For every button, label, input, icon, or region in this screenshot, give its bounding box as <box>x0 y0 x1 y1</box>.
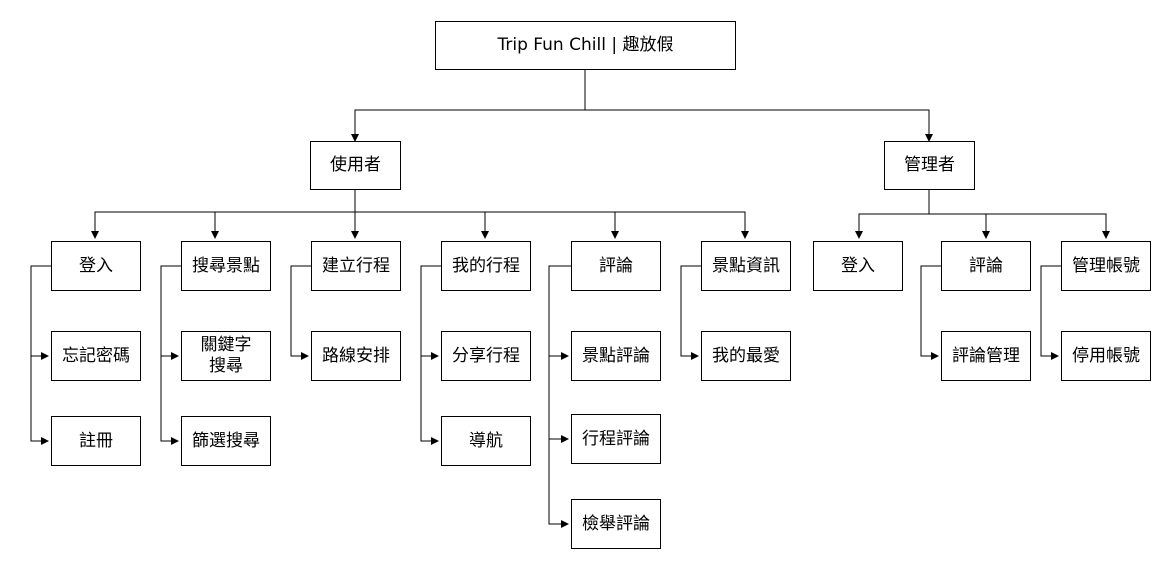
report-review-node: 檢舉評論 <box>571 499 661 549</box>
edge-create-route <box>290 265 311 360</box>
share-trip-node: 分享行程 <box>441 331 531 381</box>
edge-login-forgot <box>30 265 51 360</box>
edge-search-filter <box>160 356 179 445</box>
navigation-node: 導航 <box>441 416 531 466</box>
user-login-node: 登入 <box>51 241 141 291</box>
edge-user-spot-info <box>355 211 749 239</box>
admin-role-node: 管理者 <box>884 141 975 190</box>
edge-reviews-report <box>548 439 569 528</box>
edge-search-keyword <box>160 265 181 360</box>
filter-search-node: 篩選搜尋 <box>181 416 271 466</box>
manage-accounts-node: 管理帳號 <box>1061 241 1151 291</box>
admin-login-node: 登入 <box>813 241 903 291</box>
my-favorites-node: 我的最愛 <box>701 331 791 381</box>
disable-account-node: 停用帳號 <box>1061 331 1151 381</box>
keyword-search-node: 關鍵字 搜尋 <box>181 331 271 381</box>
route-planning-node: 路線安排 <box>311 331 401 381</box>
edge-user-login <box>91 190 356 239</box>
edge-spotinfo-fav <box>680 265 701 360</box>
user-role-node: 使用者 <box>310 141 401 190</box>
register-node: 註冊 <box>51 416 141 466</box>
forgot-password-node: 忘記密碼 <box>51 331 141 381</box>
edge-login-register <box>30 356 49 445</box>
my-trips-node: 我的行程 <box>441 241 531 291</box>
root-node: Trip Fun Chill | 趣放假 <box>435 21 736 70</box>
edge-admin-disable <box>1040 265 1061 360</box>
edge-admin-review-mgmt <box>920 265 941 360</box>
edge-root-admin <box>585 109 933 142</box>
edge-root-user <box>351 70 586 142</box>
create-trip-node: 建立行程 <box>311 241 401 291</box>
edge-reviews-trip <box>548 356 569 443</box>
review-management-node: 評論管理 <box>941 331 1031 381</box>
user-reviews-node: 評論 <box>571 241 661 291</box>
edge-mytrips-nav <box>420 356 439 445</box>
trip-review-node: 行程評論 <box>571 414 661 464</box>
admin-reviews-node: 評論 <box>941 241 1031 291</box>
spot-info-node: 景點資訊 <box>701 241 791 291</box>
edge-mytrips-share <box>420 265 441 360</box>
search-spots-node: 搜尋景點 <box>181 241 271 291</box>
edge-admin-branch <box>855 190 930 239</box>
edge-reviews-spot <box>548 265 571 360</box>
spot-review-node: 景點評論 <box>571 331 661 381</box>
edge-admin-accounts <box>929 213 1110 239</box>
